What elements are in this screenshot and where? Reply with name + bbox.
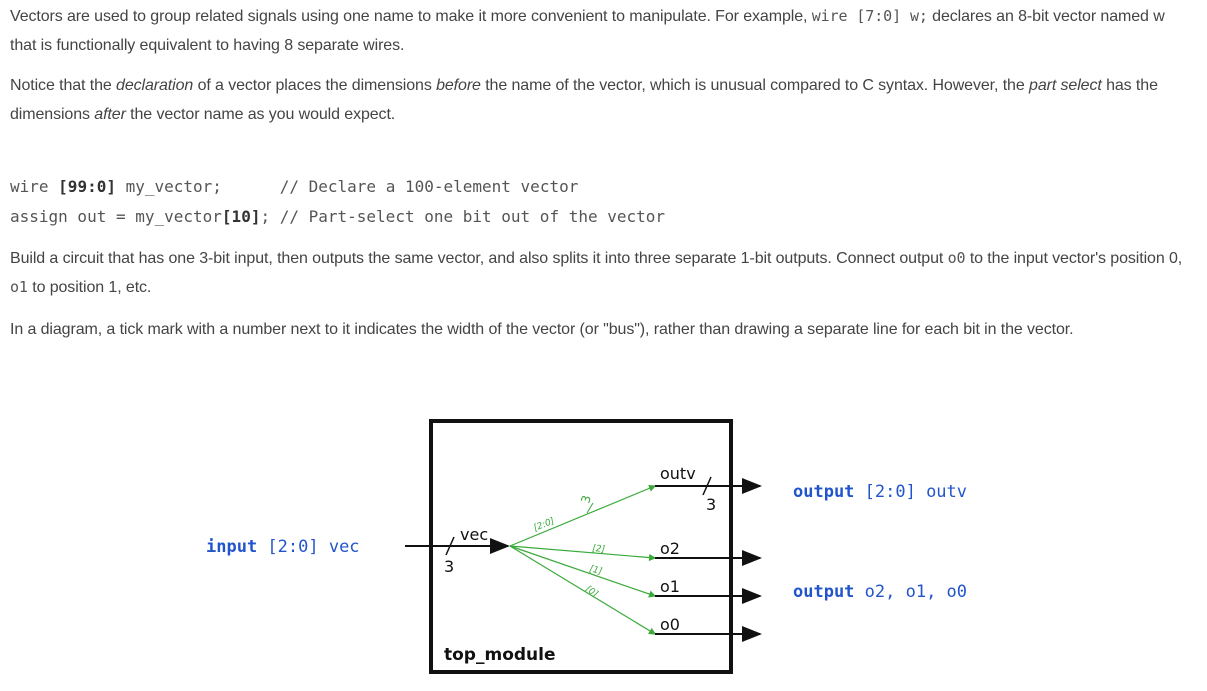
code-bold: [10] — [221, 207, 261, 226]
text: Vectors are used to group related signal… — [10, 8, 812, 25]
paragraph-task: Build a circuit that has one 3-bit input… — [10, 244, 1190, 302]
text: that is functionally equivalent to havin… — [10, 37, 405, 54]
slice1-label: [1] — [588, 564, 603, 577]
code-block: wire [99:0] my_vector; // Declare a 100-… — [10, 172, 665, 232]
emphasis: declaration — [116, 77, 194, 94]
input-declaration: input [2:0] vec — [206, 537, 360, 557]
output-vector-declaration: output [2:0] outv — [793, 482, 967, 502]
keyword: input — [206, 537, 257, 557]
code-text: wire — [10, 177, 59, 196]
vec-label: vec — [460, 525, 488, 544]
text: to the input vector's position 0, — [965, 250, 1183, 267]
text: has the dimensions — [10, 77, 1158, 123]
text: Notice that the — [10, 77, 117, 94]
o0-label: o0 — [660, 615, 680, 634]
o2-label: o2 — [660, 539, 680, 558]
code-text: assign out = my_vector — [10, 207, 222, 226]
paragraph-diagram-note: In a diagram, a tick mark with a number … — [10, 315, 1190, 344]
text: of a vector places the dimensions — [193, 77, 437, 94]
signal: o2, o1, o0 — [854, 582, 967, 602]
inline-code: o0 — [947, 249, 966, 267]
paragraph-intro: Vectors are used to group related signal… — [10, 2, 1190, 60]
outv-label: outv — [660, 464, 696, 483]
bus-tick — [445, 536, 455, 556]
signal: [2:0] outv — [854, 482, 967, 502]
bus-width-label: 3 — [444, 557, 454, 576]
inner-width-label: 3 — [578, 494, 594, 505]
output-bits-declaration: output o2, o1, o0 — [793, 582, 967, 602]
text: the name of the vector, which is unusual… — [480, 77, 1030, 94]
code-bold: [99:0] — [58, 177, 116, 196]
emphasis: part select — [1029, 77, 1102, 94]
o1-label: o1 — [660, 577, 680, 596]
slice2-label: [2] — [592, 544, 606, 555]
inline-code: wire [7:0] w; — [811, 7, 928, 25]
slice0-label: [0] — [583, 584, 600, 600]
text: In a diagram, a tick mark with a number … — [10, 321, 1074, 338]
code-text: ; // Part-select one bit out of the vect… — [260, 207, 666, 226]
text: to position 1, etc. — [27, 279, 152, 296]
text: declares an 8-bit vector named — [927, 8, 1154, 25]
code-text: my_vector; // Declare a 100-element vect… — [115, 177, 579, 196]
emphasis: before — [436, 77, 481, 94]
inline-code: w — [1153, 8, 1165, 25]
paragraph-declaration: Notice that the declaration of a vector … — [10, 71, 1190, 129]
outv-width-label: 3 — [706, 495, 716, 514]
signal: [2:0] vec — [257, 537, 359, 557]
text: the vector name as you would expect. — [125, 106, 396, 123]
module-name: top_module — [444, 645, 556, 665]
emphasis: after — [94, 106, 126, 123]
outv-bus-tick — [702, 476, 712, 496]
keyword: output — [793, 582, 854, 602]
keyword: output — [793, 482, 854, 502]
internal-wires — [509, 484, 657, 635]
inline-code: o1 — [10, 278, 28, 296]
text: Build a circuit that has one 3-bit input… — [10, 250, 948, 267]
